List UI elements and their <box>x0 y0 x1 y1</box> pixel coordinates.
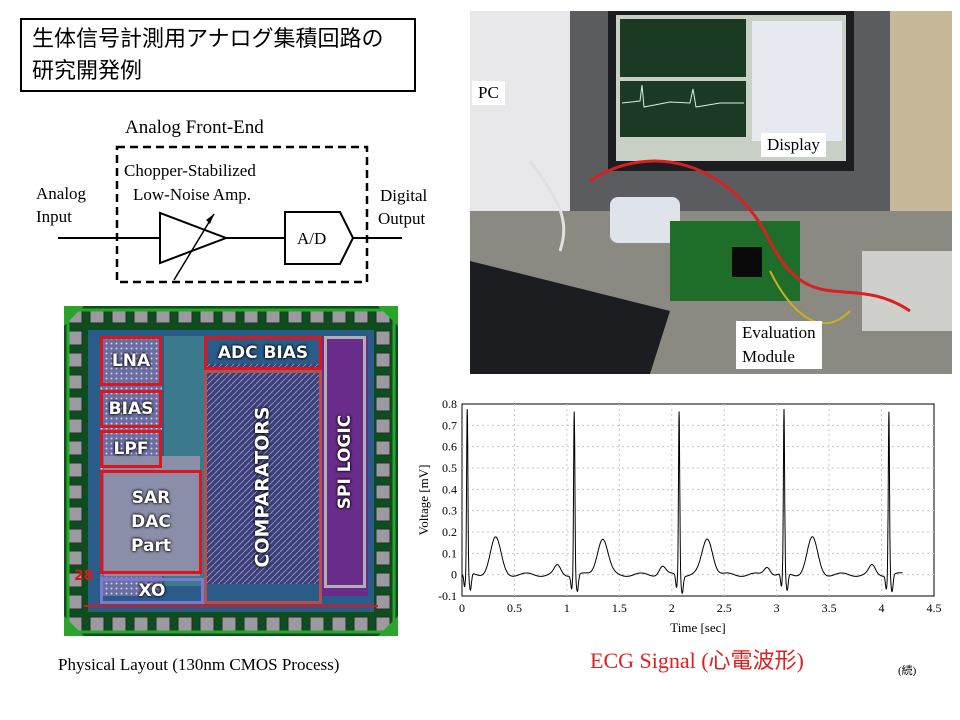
block-lna: LNA <box>100 336 162 386</box>
y-tick-label: 0.5 <box>442 461 457 475</box>
x-tick-label: 0.5 <box>507 601 522 615</box>
block-comparators: COMPARATORS <box>204 370 322 604</box>
block-adc-bias: ADC BIAS <box>204 336 322 370</box>
photo-label-eval: Evaluation Module <box>736 321 822 369</box>
lab-photo: PC Display Evaluation Module <box>470 11 952 374</box>
adc-label: A/D <box>297 229 327 248</box>
x-tick-label: 3.5 <box>822 601 837 615</box>
layout-caption: Physical Layout (130nm CMOS Process) <box>58 655 340 674</box>
sar-label-3: Part <box>131 536 171 556</box>
lab-scene <box>470 11 952 374</box>
pin-number: 28 <box>74 568 94 584</box>
amp-label-2: Low-Noise Amp. <box>133 185 252 204</box>
photo-label-display: Display <box>761 133 826 157</box>
x-tick-label: 0 <box>459 601 465 615</box>
x-axis-label: Time [sec] <box>670 620 726 635</box>
y-tick-label: 0.4 <box>442 482 457 496</box>
comparators-label: COMPARATORS <box>252 406 274 568</box>
y-tick-label: 0.8 <box>442 397 457 411</box>
x-tick-label: 1.5 <box>612 601 627 615</box>
y-tick-label: -0.1 <box>438 589 457 603</box>
chip-layout: LNA BIAS LPF SAR DAC Part XO 28 ADC BIAS… <box>64 306 398 636</box>
sar-label-2: DAC <box>131 512 171 532</box>
photo-label-eval-2: Module <box>742 347 795 366</box>
x-tick-label: 2 <box>669 601 675 615</box>
sar-label-1: SAR <box>131 488 171 508</box>
output-label-2: Output <box>378 209 426 228</box>
x-tick-label: 1 <box>564 601 570 615</box>
x-tick-label: 4 <box>879 601 885 615</box>
y-tick-label: 0.2 <box>442 525 457 539</box>
x-tick-label: 3 <box>774 601 780 615</box>
plot-area <box>461 403 935 597</box>
y-tick-label: 0 <box>451 568 457 582</box>
y-tick-label: 0.6 <box>442 440 457 454</box>
y-axis-label: Voltage [mV] <box>416 465 431 536</box>
x-tick-label: 4.5 <box>927 601 942 615</box>
x-tick-label: 2.5 <box>717 601 732 615</box>
y-tick-label: 0.1 <box>442 546 457 560</box>
block-xo: XO <box>100 578 204 604</box>
afe-title: Analog Front-End <box>125 117 264 138</box>
afe-diagram <box>58 145 402 284</box>
title-line-1: 生体信号計測用アナログ集積回路の <box>32 27 384 52</box>
block-spi-logic: SPI LOGIC <box>324 336 366 588</box>
y-tick-label: 0.7 <box>442 418 457 432</box>
input-label-1: Analog <box>36 184 87 203</box>
y-tick-label: 0.3 <box>442 504 457 518</box>
block-bias: BIAS <box>100 390 162 428</box>
amp-label-1: Chopper-Stabilized <box>124 161 256 180</box>
ecg-series-line <box>461 408 903 595</box>
footnote: (続) <box>898 665 917 677</box>
photo-label-eval-1: Evaluation <box>742 323 816 342</box>
input-label-2: Input <box>36 207 72 226</box>
ecg-chart: 0 0.5 1 1.5 2 2.5 3 3.5 4 4.5 0.8 0.7 0.6 0.5 0.4 0.3 0.… <box>416 397 942 635</box>
ecg-title: ECG Signal (心電波形) <box>590 648 804 673</box>
title-box: 生体信号計測用アナログ集積回路の 研究開発例 <box>20 18 416 92</box>
spi-label: SPI LOGIC <box>335 414 356 510</box>
photo-label-pc: PC <box>472 81 505 105</box>
output-label-1: Digital <box>380 186 428 205</box>
title-line-2: 研究開発例 <box>32 59 143 84</box>
block-lpf: LPF <box>100 430 162 468</box>
block-sar-dac: SAR DAC Part <box>100 470 202 574</box>
